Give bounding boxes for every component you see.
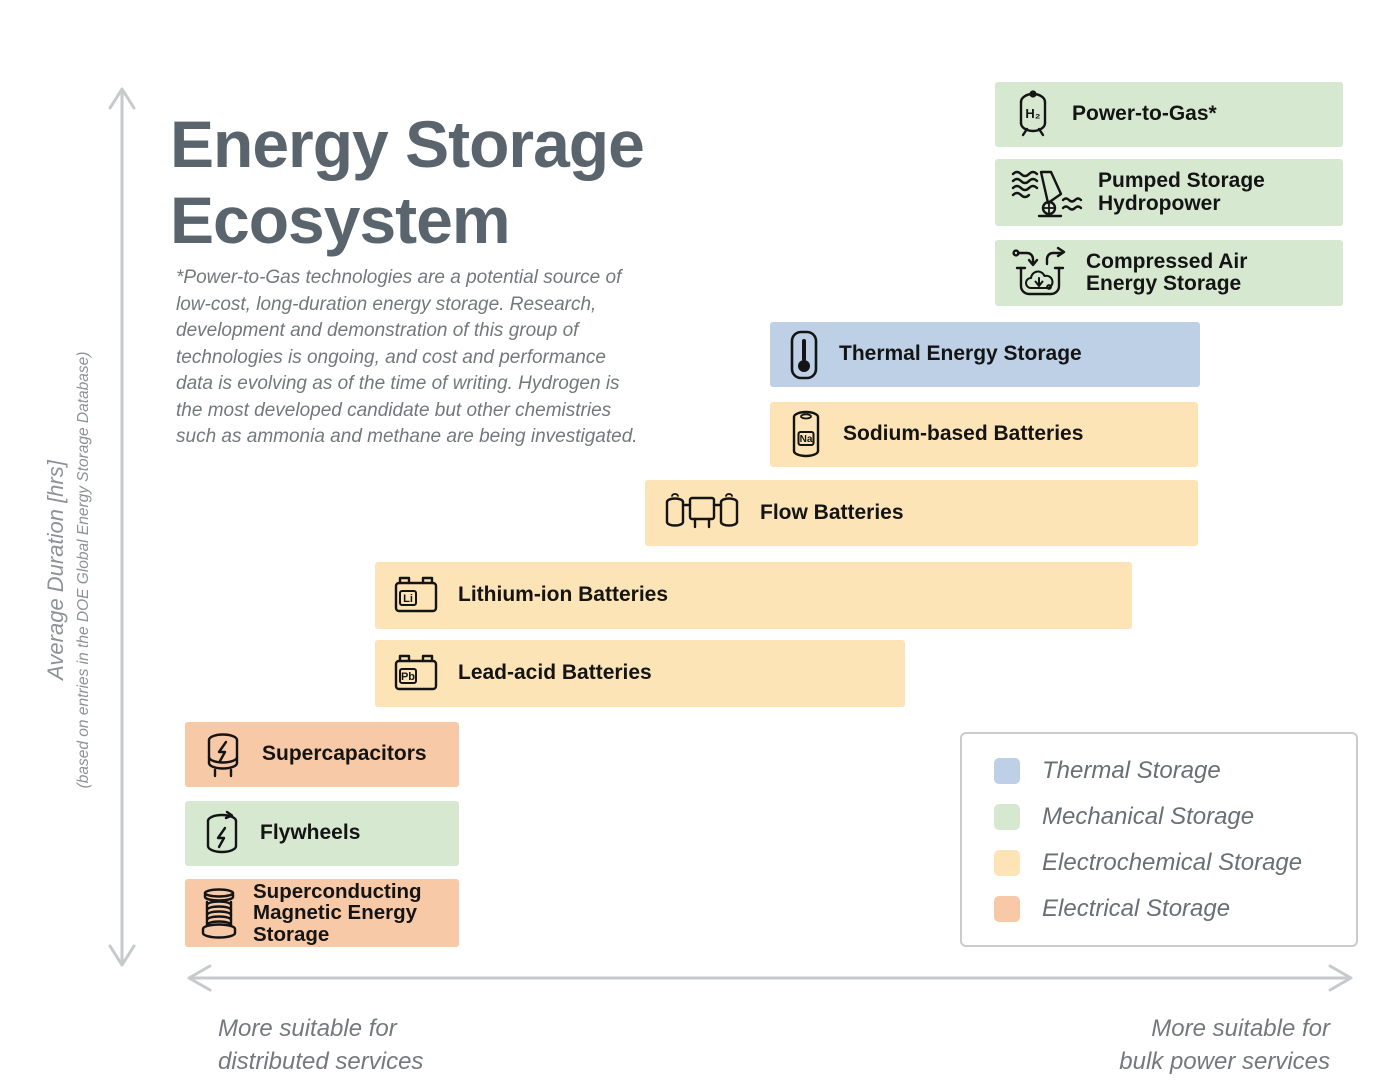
lead-battery-icon: Pb [389,650,443,698]
horizontal-axis-arrowhead-right [1328,964,1353,992]
hydrogen-tank-icon: H₂ [1009,89,1057,141]
svg-text:Na: Na [800,434,813,445]
flow-battery-icon [659,488,745,538]
bar-lithium-ion-batteries: Li Lithium-ion Batteries [375,562,1132,629]
flywheel-icon [199,808,245,860]
bar-thermal-energy-storage: Thermal Energy Storage [770,322,1200,387]
bar-label: Sodium-based Batteries [843,422,1084,446]
y-axis-label: Average Duration [hrs] (based on entries… [43,170,93,970]
bar-superconducting-magnetic-energy-storage: Superconducting Magnetic Energy Storage [185,879,459,947]
y-axis-subtitle: (based on entries in the DOE Global Ener… [75,351,92,789]
x-axis-right-label: More suitable for bulk power services [1119,1015,1330,1075]
bar-label: Lead-acid Batteries [458,661,652,685]
compressed-air-icon [1009,246,1071,300]
svg-text:Li: Li [403,593,413,605]
bar-sodium-based-batteries: Na Sodium-based Batteries [770,402,1198,467]
bar-label: Supercapacitors [262,742,427,766]
page-title: Energy Storage Ecosystem [170,107,645,258]
bar-label: Flow Batteries [760,500,904,524]
thermal-storage-swatch [994,757,1020,784]
legend-label: Mechanical Storage [1042,802,1255,830]
electrochemical-storage-swatch [994,849,1020,876]
mechanical-storage-swatch [994,803,1020,830]
legend-item-mechanical: Mechanical Storage [994,803,1356,831]
x-axis-left-label: More suitable for distributed services [218,1015,424,1075]
pumped-hydro-icon [1009,166,1083,220]
bar-flywheels: Flywheels [185,801,459,866]
bar-label: Lithium-ion Batteries [458,583,669,607]
legend: Thermal Storage Mechanical Storage Elect… [960,732,1358,947]
thermometer-icon [784,329,824,381]
horizontal-axis-arrowhead-left [187,964,212,992]
magnet-coil-icon [195,886,243,940]
bar-label: Compressed Air Energy Storage [1086,249,1248,295]
legend-label: Electrical Storage [1042,894,1231,922]
bar-power-to-gas: H₂ Power-to-Gas* [995,82,1343,147]
svg-text:Pb: Pb [401,671,415,683]
power-to-gas-footnote: *Power-to-Gas technologies are a potenti… [176,267,638,447]
bar-label: Pumped Storage Hydropower [1098,169,1265,215]
legend-item-thermal: Thermal Storage [994,757,1356,785]
bar-supercapacitors: Supercapacitors [185,722,459,787]
legend-label: Electrochemical Storage [1042,848,1303,876]
bar-flow-batteries: Flow Batteries [645,480,1198,546]
bar-compressed-air-energy-storage: Compressed Air Energy Storage [995,240,1343,306]
y-axis-title: Average Duration [hrs] [43,460,68,680]
legend-item-electrical: Electrical Storage [994,895,1356,923]
svg-text:H₂: H₂ [1025,106,1040,121]
electrical-storage-swatch [994,895,1020,922]
vertical-axis-arrowhead-top [108,87,136,110]
bar-label: Flywheels [260,821,361,845]
bar-pumped-storage-hydropower: Pumped Storage Hydropower [995,159,1343,226]
bar-label: Superconducting Magnetic Energy Storage [253,879,422,946]
bar-lead-acid-batteries: Pb Lead-acid Batteries [375,640,905,707]
vertical-axis-arrowhead-bottom [108,944,136,967]
legend-label: Thermal Storage [1042,756,1221,784]
legend-item-electrochemical: Electrochemical Storage [994,849,1356,877]
supercapacitor-icon [199,729,247,781]
bar-label: Power-to-Gas* [1072,102,1217,126]
lithium-battery-icon: Li [389,572,443,620]
bar-label: Thermal Energy Storage [839,342,1082,366]
sodium-cell-icon: Na [784,408,828,462]
